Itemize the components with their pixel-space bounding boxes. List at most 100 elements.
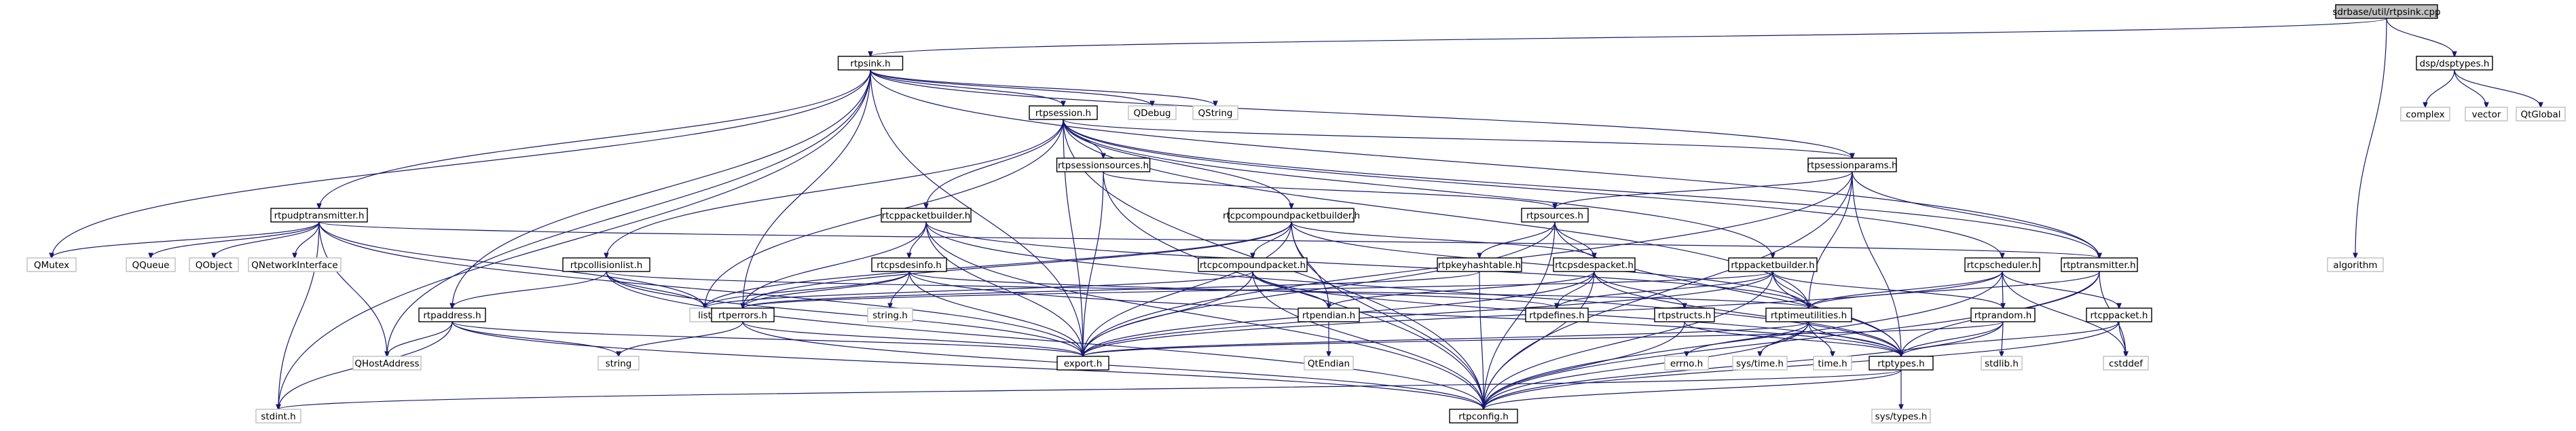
node-rtpaddress-h[interactable]: rtpaddress.h <box>418 307 486 322</box>
node-rtpconfig-h[interactable]: rtpconfig.h <box>1449 409 1518 424</box>
node-label: sys/types.h <box>1875 411 1928 422</box>
edge-rtcpcompoundpacketbuilder_h-to-rtcpcompoundpacket_h <box>1253 221 1292 258</box>
node-rtcpsdesinfo-h[interactable]: rtcpsdesinfo.h <box>871 257 947 272</box>
edge-rtptypes_h-to-rtpconfig_h <box>1484 369 1902 409</box>
node-rtcpcompoundpacketbuilder-h[interactable]: rtcpcompoundpacketbuilder.h <box>1223 208 1360 223</box>
node-rtpcollisionlist-h[interactable]: rtpcollisionlist.h <box>562 257 650 272</box>
edge-rtpsession_h-to-rtppacketbuilder_h <box>1063 119 1773 258</box>
node-box <box>255 409 301 424</box>
node-rtptransmitter-h[interactable]: rtptransmitter.h <box>2061 257 2138 272</box>
node-label: rtptimeutilities.h <box>1771 310 1847 321</box>
node-label: rtprandom.h <box>1974 310 2032 321</box>
node-export-h[interactable]: export.h <box>1056 356 1109 371</box>
edge-rtpsession_h-to-rtpcollisionlist_h <box>606 119 1064 258</box>
edge-rtprandom_h-to-export_h <box>1083 321 2004 356</box>
edge-rtptypes_h-to-stdint_h <box>278 369 1902 409</box>
node-label: stdlib.h <box>1985 358 2019 369</box>
edges-layer <box>52 18 2541 409</box>
node-root[interactable]: sdrbase/util/rtpsink.cpp <box>2332 4 2441 19</box>
node-rtcppacket-h[interactable]: rtcppacket.h <box>2086 307 2152 322</box>
node-box <box>562 257 650 272</box>
node-rtpsink-h[interactable]: rtpsink.h <box>837 56 904 71</box>
node-rtcppacketbuilder-h[interactable]: rtcppacketbuilder.h <box>881 208 972 223</box>
edge-rtpsources_h-to-rtpconfig_h <box>1484 221 1556 409</box>
node-label: rtpcollisionlist.h <box>570 260 643 271</box>
node-label: QObject <box>196 260 233 271</box>
node-rtpkeyhashtable-h[interactable]: rtpkeyhashtable.h <box>1437 257 1522 272</box>
edge-rtcppacketbuilder_h-to-rtperrors_h <box>743 221 927 308</box>
node-label: string <box>606 358 632 369</box>
node-rtprandom-h[interactable]: rtprandom.h <box>1970 307 2036 322</box>
edge-rtpsession_h-to-rtptransmitter_h <box>1063 119 2099 258</box>
edge-rtcpcompoundpacket_h-to-rtpendian_h <box>1252 271 1329 308</box>
edge-rtprandom_h-to-stdlib_h <box>2002 321 2003 356</box>
node-rtpsessionsources-h[interactable]: rtpsessionsources.h <box>1056 157 1151 172</box>
edge-rtcpcompoundpacketbuilder_h-to-rtpconfig_h <box>1291 221 1484 409</box>
node-rtcpsdespacket-h[interactable]: rtcpsdespacket.h <box>1553 257 1636 272</box>
edge-root-to-algorithm <box>2355 18 2387 258</box>
edge-rtpudptransmitter_h-to-rtptransmitter_h <box>318 221 2099 258</box>
node-label: rtpsink.h <box>850 58 890 69</box>
edge-rtptimeutilities_h-to-errno_h <box>1687 321 1809 356</box>
node-QMutex: QMutex <box>26 257 77 272</box>
edge-rtpcollisionlist_h-to-list <box>606 271 705 308</box>
node-label: rtpstructs.h <box>1658 310 1711 321</box>
edge-rtpsink_h-to-rtpaddress_h <box>452 69 871 308</box>
node-rtptypes-h[interactable]: rtptypes.h <box>1869 356 1934 371</box>
edge-rtppacketbuilder_h-to-rtptimeutilities_h <box>1772 271 1809 308</box>
node-rtpendian-h[interactable]: rtpendian.h <box>1298 307 1360 322</box>
edge-rtpsession_h-to-rtcppacketbuilder_h <box>926 119 1064 208</box>
node-rtpstructs-h[interactable]: rtpstructs.h <box>1654 307 1715 322</box>
node-rtpsessionparams-h[interactable]: rtpsessionparams.h <box>1807 157 1898 172</box>
edge-rtpsink_h-to-rtpudptransmitter_h <box>319 69 871 208</box>
edge-dsp_dsptypes_h-to-complex <box>2425 69 2455 107</box>
node-box <box>1437 257 1522 272</box>
node-label: sdrbase/util/rtpsink.cpp <box>2332 7 2440 18</box>
node-rtpdefines-h[interactable]: rtpdefines.h <box>1525 307 1589 322</box>
node-algorithm: algorithm <box>2327 257 2384 272</box>
edge-rtpsink_h-to-rtperrors_h <box>743 69 871 308</box>
edge-rtppacketbuilder_h-to-rtpdefines_h <box>1557 271 1773 308</box>
node-rtptimeutilities-h[interactable]: rtptimeutilities.h <box>1765 307 1852 322</box>
node-label: rtcpsdesinfo.h <box>877 260 942 271</box>
node-box <box>1553 257 1636 272</box>
node-label: rtpendian.h <box>1302 310 1355 321</box>
edge-rtcpscheduler_h-to-rtpconfig_h <box>1484 271 2003 409</box>
node-box <box>1728 257 1818 272</box>
node-rtpsession-h[interactable]: rtpsession.h <box>1029 105 1098 120</box>
node-label: rtpdefines.h <box>1529 310 1585 321</box>
edge-rtpsink_h-to-QHostAddress <box>387 69 871 356</box>
node-label: QQueue <box>132 260 170 271</box>
nodes-layer: sdrbase/util/rtpsink.cpp rtpsink.h dsp/dsp… <box>26 4 2566 424</box>
node-box <box>1964 257 2040 272</box>
edge-rtpsession_h-to-rtcpscheduler_h <box>1063 119 2002 258</box>
edge-rtppacketbuilder_h-to-rtpconfig_h <box>1484 271 1773 409</box>
node-rtperrors-h[interactable]: rtperrors.h <box>711 307 775 322</box>
node-rtpsources-h[interactable]: rtpsources.h <box>1521 208 1589 223</box>
edge-rtcppacket_h-to-rtptypes_h <box>1901 321 2120 356</box>
node-stdint-h: stdint.h <box>255 409 301 424</box>
node-rtppacketbuilder-h[interactable]: rtppacketbuilder.h <box>1728 257 1818 272</box>
node-rtpudptransmitter-h[interactable]: rtpudptransmitter.h <box>270 208 368 223</box>
node-label: rtppacketbuilder.h <box>1731 260 1814 271</box>
node-rtcpcompoundpacket-h[interactable]: rtcpcompoundpacket.h <box>1198 257 1308 272</box>
edge-rtpsources_h-to-rtcpsdespacket_h <box>1554 221 1594 258</box>
edge-rtcpcompoundpacketbuilder_h-to-rtptimeutilities_h <box>1291 221 1809 308</box>
node-QQueue: QQueue <box>126 257 176 272</box>
node-box <box>270 208 368 223</box>
edge-rtpkeyhashtable_h-to-rtperrors_h <box>743 271 1480 308</box>
edge-rtpstructs_h-to-rtptypes_h <box>1684 321 1901 356</box>
node-vector: vector <box>2465 107 2508 121</box>
node-cstddef: cstddef <box>2103 356 2149 371</box>
node-dsp-dsptypes-h[interactable]: dsp/dsptypes.h <box>2416 56 2493 71</box>
edge-rtpsession_h-to-rtpsessionsources_h <box>1063 119 1103 158</box>
node-rtcpscheduler-h[interactable]: rtcpscheduler.h <box>1964 257 2040 272</box>
node-box <box>1970 307 2036 322</box>
node-string-h: string.h <box>867 307 913 322</box>
node-QtEndian: QtEndian <box>1304 356 1354 371</box>
node-box <box>1807 157 1897 172</box>
node-box <box>1654 307 1715 322</box>
edge-rtptimeutilities_h-to-time_h <box>1808 321 1833 356</box>
node-sys-types-h: sys/types.h <box>1871 409 1931 424</box>
edge-rtpsink_h-to-export_h <box>870 69 1083 356</box>
